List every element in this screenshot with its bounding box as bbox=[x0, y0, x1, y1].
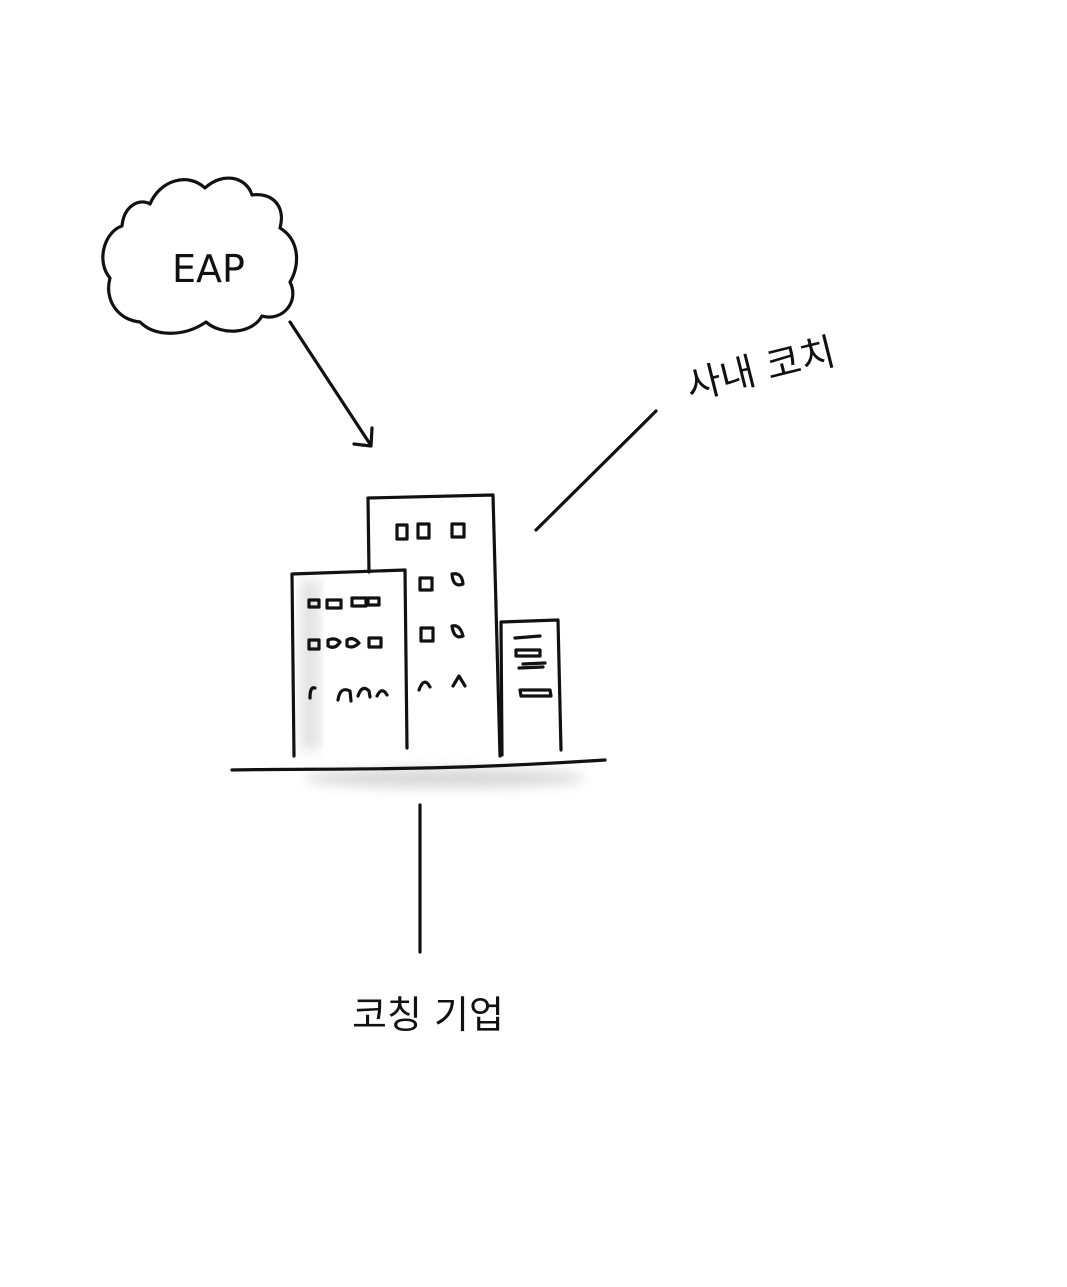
building-icon bbox=[230, 493, 607, 788]
inhouse-coach-label: 사내 코치 bbox=[682, 329, 840, 408]
eap-arrow bbox=[288, 320, 374, 448]
inhouse-connector-line bbox=[534, 409, 658, 532]
eap-cloud: EAP bbox=[101, 176, 299, 335]
eap-label: EAP bbox=[172, 247, 245, 291]
coaching-company-label: 코칭 기업 bbox=[352, 993, 504, 1037]
